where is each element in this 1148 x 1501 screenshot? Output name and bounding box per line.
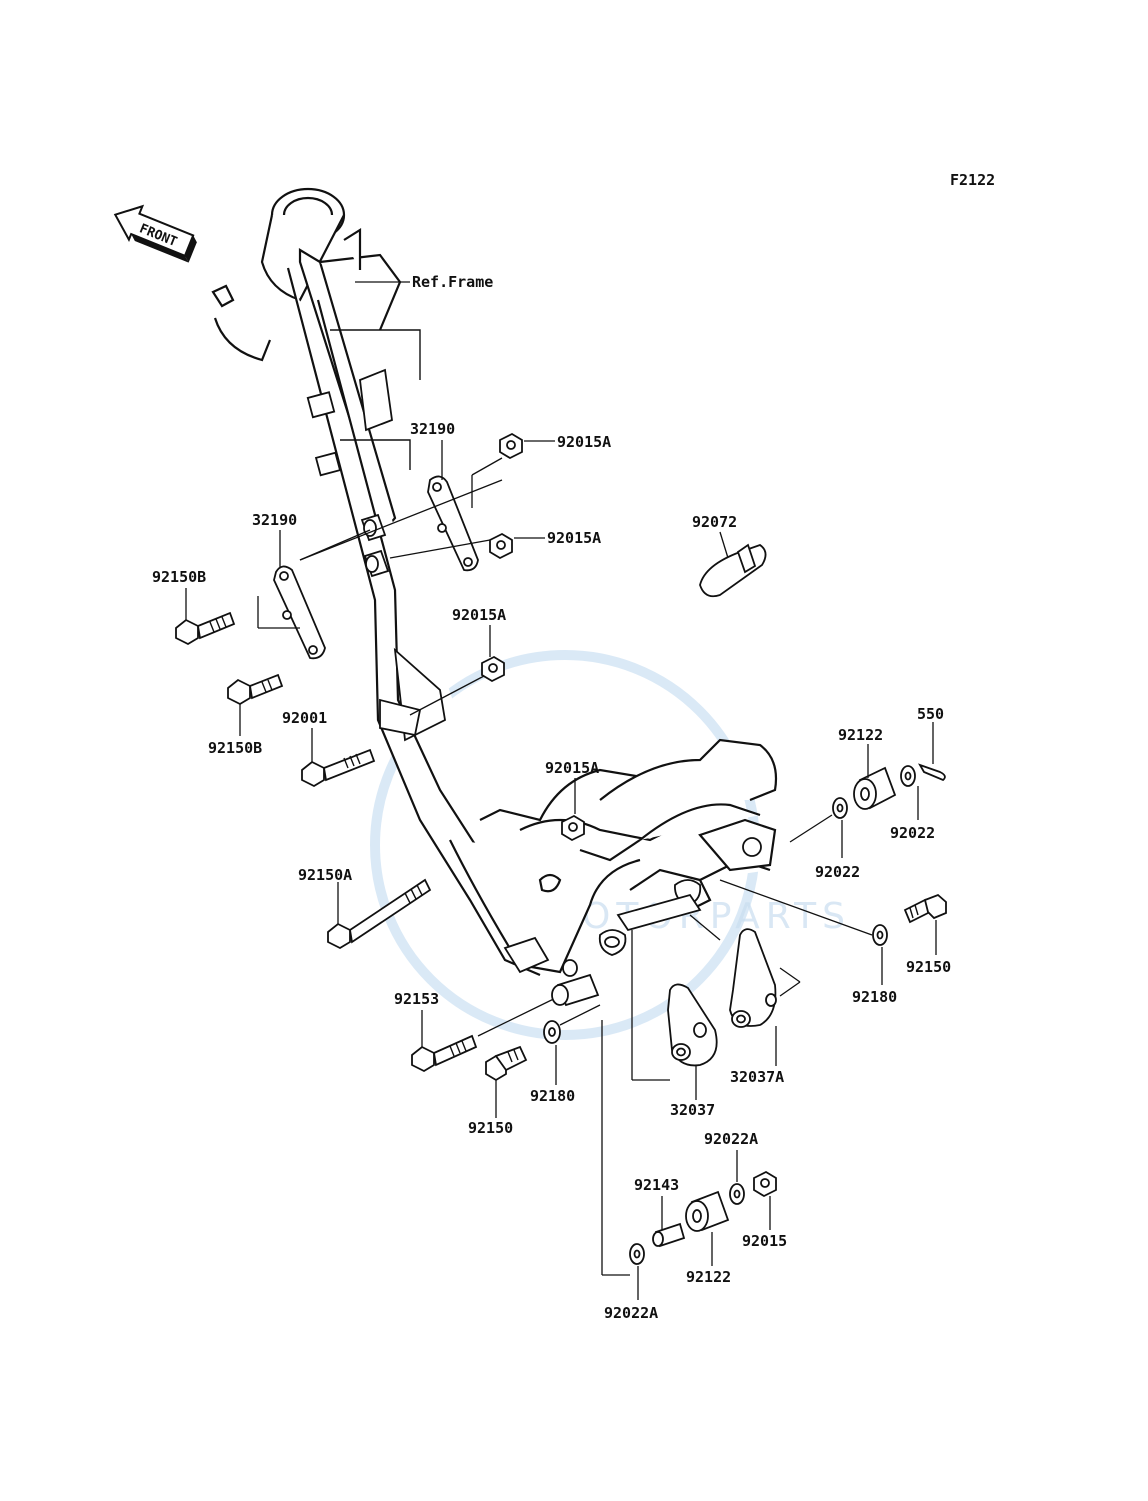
label-92180-left: 92180 xyxy=(530,1087,575,1105)
bracket-32037A xyxy=(729,928,777,1028)
nut-92015A-3 xyxy=(481,655,505,683)
label-92015A-4: 92015A xyxy=(545,759,599,777)
washer-92180-right xyxy=(872,924,888,946)
label-92015A-1: 92015A xyxy=(557,433,611,451)
label-92015A-3: 92015A xyxy=(452,606,506,624)
label-92001: 92001 xyxy=(282,709,327,727)
label-32037: 32037 xyxy=(670,1101,715,1119)
ref-frame-label: Ref.Frame xyxy=(412,273,493,291)
label-92150A: 92150A xyxy=(298,866,352,884)
collar-pivot xyxy=(551,959,600,1007)
cotter-pin-550 xyxy=(918,763,946,782)
nut-92015A-4 xyxy=(561,814,585,842)
plate-32190-top xyxy=(427,475,479,572)
label-92150B-1: 92150B xyxy=(152,568,206,586)
frame-drawing xyxy=(211,187,778,977)
washer-92180-left xyxy=(543,1020,561,1044)
bolt-92150-right xyxy=(903,893,947,924)
sleeve-92143 xyxy=(652,1222,686,1248)
label-92022A-bottom: 92022A xyxy=(604,1304,658,1322)
nut-92015 xyxy=(753,1170,777,1198)
diagram-code: F2122 xyxy=(950,171,995,189)
label-92122-bottom: 92122 xyxy=(686,1268,731,1286)
plate-32190-left xyxy=(273,565,326,660)
bolt-92150A xyxy=(327,878,432,950)
label-92143: 92143 xyxy=(634,1176,679,1194)
bolt-92150-left xyxy=(485,1045,528,1082)
front-arrow-icon: FRONT xyxy=(113,204,197,263)
bracket-32037 xyxy=(667,983,718,1067)
washer-92022A-bottom xyxy=(629,1243,645,1265)
label-92122-top: 92122 xyxy=(838,726,883,744)
label-92022-1: 92022 xyxy=(890,824,935,842)
label-32190-left: 32190 xyxy=(252,511,297,529)
washer-92022A-top xyxy=(729,1183,745,1205)
collar-lower xyxy=(363,549,390,578)
label-92180-right: 92180 xyxy=(852,988,897,1006)
label-92015: 92015 xyxy=(742,1232,787,1250)
label-32037A: 32037A xyxy=(730,1068,784,1086)
nut-92015A-2 xyxy=(489,532,513,560)
label-92150-left: 92150 xyxy=(468,1119,513,1137)
bolt-92150B-1 xyxy=(175,611,236,646)
label-92072: 92072 xyxy=(692,513,737,531)
nut-92015A-1 xyxy=(499,432,523,460)
label-92150-right: 92150 xyxy=(906,958,951,976)
washer-92022-2 xyxy=(832,797,848,819)
clip-92072 xyxy=(699,543,767,598)
bolt-92153 xyxy=(411,1034,478,1073)
label-92015A-2: 92015A xyxy=(547,529,601,547)
label-92153: 92153 xyxy=(394,990,439,1008)
collar-92122-top xyxy=(853,766,897,810)
label-92150B-2: 92150B xyxy=(208,739,262,757)
bolt-92001 xyxy=(301,748,376,788)
label-550: 550 xyxy=(917,705,944,723)
label-92022-2: 92022 xyxy=(815,863,860,881)
bolt-92150B-2 xyxy=(227,673,284,706)
label-32190-top: 32190 xyxy=(410,420,455,438)
collar-92122-bottom xyxy=(685,1190,730,1232)
washer-92022-1 xyxy=(900,765,916,787)
label-92022A-top: 92022A xyxy=(704,1130,758,1148)
